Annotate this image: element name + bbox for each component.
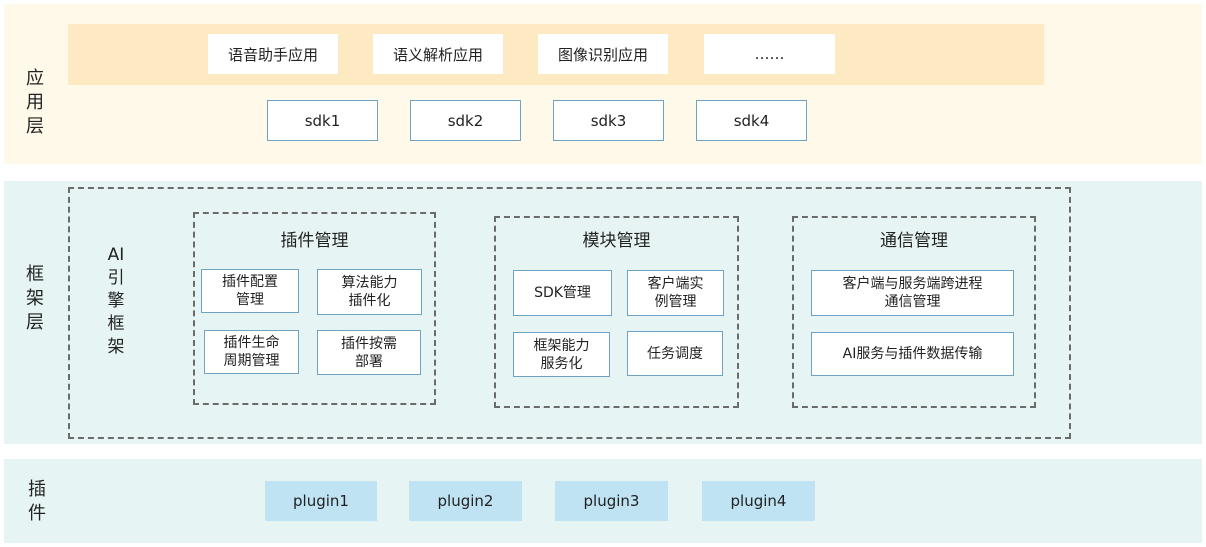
framework-layer-label: 框 架 层: [23, 263, 47, 335]
communication-management-title: 通信管理: [880, 231, 948, 251]
sdk-box: sdk1: [267, 100, 378, 141]
client-instance-management: 客户端实例管理: [627, 270, 724, 316]
plugin-lifecycle-management: 插件生命周期管理: [204, 330, 299, 374]
app-semantic-parsing: 语义解析应用: [373, 34, 503, 74]
box-line: 周期管理: [223, 353, 280, 369]
box-line: 算法能力: [341, 275, 398, 291]
box-line: 例管理: [654, 294, 697, 310]
framework-capability-service: 框架能力服务化: [513, 332, 610, 377]
plugin-config-management: 插件配置管理: [201, 269, 299, 313]
label-char: 应: [26, 68, 44, 89]
label-char: 层: [26, 116, 44, 137]
sdk-box: sdk4: [696, 100, 807, 141]
application-layer-label: 应 用 层: [23, 67, 47, 139]
box-line: SDK管理: [534, 285, 591, 301]
box-line: 插件配置: [222, 274, 278, 290]
app-voice-assistant: 语音助手应用: [208, 34, 338, 74]
plugin-management-title: 插件管理: [280, 231, 349, 251]
label-char: 架: [26, 288, 44, 309]
box-line: 客户端与服务端跨进程: [842, 276, 983, 292]
ai-service-plugin-data-transfer: AI服务与插件数据传输: [811, 332, 1014, 376]
ai-engine-framework-container: [68, 187, 1071, 439]
box-line: 插件生命: [223, 335, 280, 351]
sdk-management: SDK管理: [513, 270, 612, 316]
box-line: 管理: [236, 292, 264, 308]
label-char: 架: [107, 337, 125, 357]
plugin-box: plugin3: [555, 481, 668, 521]
plugin-box: plugin1: [265, 481, 377, 521]
plugin-box: plugin4: [702, 481, 815, 521]
box-line: 任务调度: [647, 345, 703, 362]
box-line: 框架能力: [533, 337, 590, 354]
box-line: 客户端实: [647, 276, 704, 292]
box-line: 插件化: [348, 293, 391, 309]
cross-process-communication: 客户端与服务端跨进程通信管理: [811, 270, 1014, 316]
communication-management-group: [792, 216, 1036, 408]
label-char: 插: [28, 479, 46, 500]
plugin-on-demand-deploy: 插件按需部署: [317, 330, 421, 375]
plugin-layer-label: 插 件: [25, 478, 49, 526]
box-line: AI服务与插件数据传输: [842, 346, 983, 362]
label-char: AI: [107, 245, 125, 265]
label-char: 引: [107, 268, 125, 288]
app-more: ……: [704, 34, 835, 74]
label-char: 框: [26, 264, 44, 285]
box-line: 部署: [355, 353, 383, 370]
label-char: 件: [28, 503, 46, 524]
label-char: 框: [107, 314, 125, 334]
label-char: 擎: [107, 291, 125, 311]
plugin-box: plugin2: [409, 481, 522, 521]
module-management-group: [494, 216, 739, 408]
plugin-management-group: [193, 212, 436, 405]
module-management-title: 模块管理: [582, 231, 651, 251]
app-image-recognition: 图像识别应用: [538, 34, 668, 74]
algorithm-plugin-ization: 算法能力插件化: [317, 269, 422, 315]
task-scheduling: 任务调度: [627, 331, 723, 376]
box-line: 插件按需: [341, 335, 397, 352]
sdk-box: sdk3: [553, 100, 664, 141]
sdk-box: sdk2: [410, 100, 521, 141]
box-line: 通信管理: [884, 294, 941, 310]
label-char: 用: [26, 92, 44, 113]
label-char: 层: [26, 312, 44, 333]
box-line: 服务化: [540, 355, 583, 372]
ai-engine-framework-label: AI 引 擎 框 架: [104, 244, 128, 359]
